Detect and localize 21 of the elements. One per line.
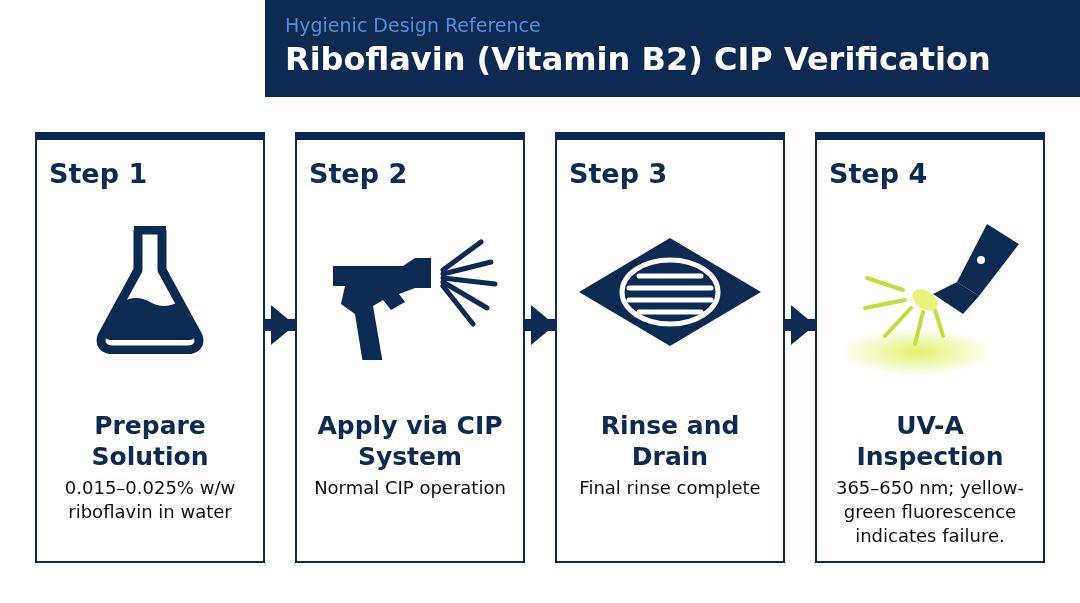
step-card bbox=[815, 132, 1045, 563]
step-description: Normal CIP operation bbox=[313, 476, 507, 500]
arrow bbox=[785, 305, 815, 345]
step-card bbox=[295, 132, 525, 563]
step-label: Step 2 bbox=[309, 158, 408, 189]
step-card bbox=[35, 132, 265, 563]
step-label: Step 4 bbox=[829, 158, 928, 189]
step-label: Step 3 bbox=[569, 158, 668, 189]
step-label: Step 1 bbox=[49, 158, 148, 189]
subtitle: Hygienic Design Reference bbox=[285, 14, 541, 36]
title: Riboflavin (Vitamin B2) CIP Verification bbox=[285, 40, 991, 78]
step-heading: Apply via CIP System bbox=[316, 410, 504, 472]
step-description: Final rinse complete bbox=[578, 476, 762, 500]
arrow bbox=[525, 305, 555, 345]
step-heading: UV-A Inspection bbox=[855, 410, 1005, 472]
step-description: 365–650 nm; yellow-green fluorescence indicates failure. bbox=[834, 476, 1026, 548]
step-description: 0.015–0.025% w/w riboflavin in water bbox=[63, 476, 237, 524]
step-card bbox=[555, 132, 785, 563]
step-heading: Prepare Solution bbox=[90, 410, 210, 472]
arrow bbox=[265, 305, 295, 345]
step-heading: Rinse and Drain bbox=[599, 410, 741, 472]
